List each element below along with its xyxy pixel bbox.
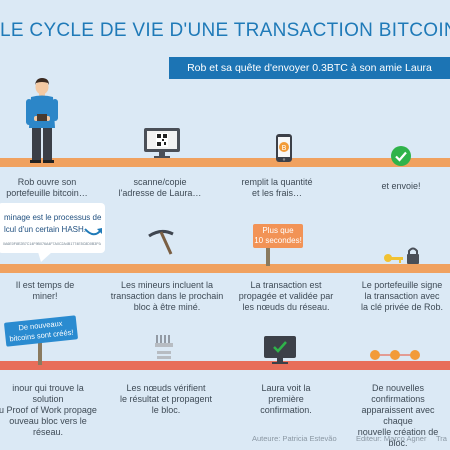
countdown-sign: Plus que 10 secondes!: [253, 224, 303, 248]
curved-arrow-icon: [84, 228, 102, 236]
timeline-band-3: [0, 361, 450, 370]
key-lock-icon: [384, 247, 419, 264]
step-label: Les nœuds vérifient le résultat et propa…: [119, 383, 213, 415]
sign-post: [38, 325, 42, 365]
page-title: LE CYCLE DE VIE D'UNE TRANSACTION BITCOI…: [0, 20, 450, 41]
sign-post: [266, 236, 270, 266]
step-label: Il est temps de miner!: [15, 280, 75, 301]
step-label: Laura voit la première confirmation.: [260, 383, 312, 415]
timeline-band-1: [0, 158, 450, 167]
check-sent-icon: [391, 146, 411, 166]
step-label: et envoie!: [381, 181, 421, 191]
phone-bitcoin-icon: B: [276, 134, 292, 162]
step-label: Les mineurs incluent la transaction dans…: [110, 280, 224, 312]
pickaxe-icon: [148, 229, 174, 255]
bubble-text: minage est le processus de lcul d'un cer…: [4, 213, 102, 234]
subtitle-banner: Rob et sa quête d'envoyer 0.3BTC à son a…: [169, 57, 450, 79]
speech-bubble-tail: [38, 252, 52, 262]
svg-text:B: B: [282, 144, 287, 152]
new-bitcoins-sign: De nouveaux bitcoins sont créés!: [3, 315, 79, 347]
bubble-hash: 0A6E0F8E2B7C14F9B076A4F7A0C2A4B1774E5C8D…: [3, 242, 101, 246]
credits-editor: Editeur: Marco Agner: [356, 434, 427, 443]
step-label: La transaction est propagée et validée p…: [238, 280, 334, 312]
step-label: Le portefeuille signe la transaction ave…: [360, 280, 444, 312]
credits-extra: Tra: [436, 434, 447, 443]
qr-monitor-icon: [144, 128, 180, 158]
node-server-icon: [155, 335, 173, 359]
confirmation-monitor-icon: [264, 336, 296, 364]
step-label: scanne/copie l'adresse de Laura…: [118, 177, 202, 198]
step-label: remplit la quantité et les frais…: [241, 177, 313, 198]
credits-author: Auteure: Patricia Estevão: [252, 434, 337, 443]
block-chain-icon: [370, 350, 420, 360]
person-rob-icon: [26, 78, 58, 163]
step-label: inour qui trouve la solution u Proof of …: [0, 383, 97, 437]
step-label: Rob ouvre son portefeuille bitcoin…: [6, 177, 88, 198]
step-label: De nouvelles confirmations apparaissent …: [357, 383, 439, 448]
timeline-band-2: [0, 264, 450, 273]
speech-bubble: [0, 203, 105, 253]
